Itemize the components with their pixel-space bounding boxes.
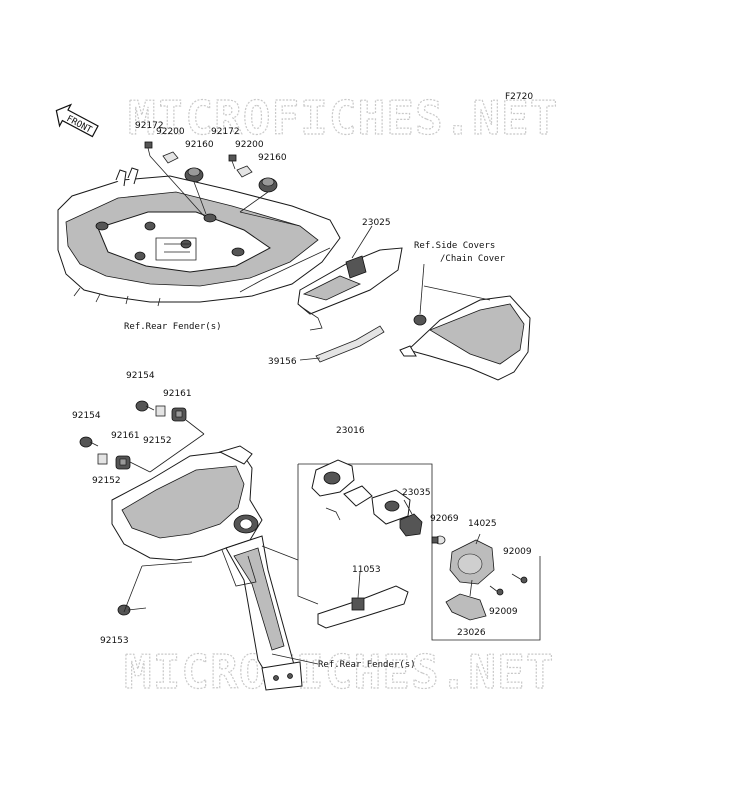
label-23035: 23035 (402, 488, 431, 498)
label-92152-b: 92152 (92, 476, 121, 486)
washer-92200-a-icon (162, 151, 179, 164)
label-92200-b: 92200 (235, 140, 264, 150)
tail-light-23025 (297, 247, 403, 331)
watermark-bottom: MICROFICHES.NET (124, 645, 554, 699)
label-92009-b: 92009 (489, 607, 518, 617)
lamp-holder (371, 489, 411, 525)
license-plate-bracket (221, 535, 303, 691)
label-92160-b: 92160 (258, 153, 287, 163)
label-23016: 23016 (336, 426, 365, 436)
grommet-92160-a-icon (184, 167, 204, 183)
label-23025: 23025 (362, 218, 391, 228)
socket-23035 (399, 513, 423, 537)
lens-14025 (449, 539, 495, 585)
grommet-92161-b-icon (115, 455, 131, 470)
bolt-92172-b-icon (228, 154, 237, 170)
washer-92200-b-icon (236, 165, 253, 178)
watermark-top: MICROFICHES.NET (128, 91, 558, 145)
bolt-92154-a-icon (135, 400, 155, 412)
label-39156: 39156 (268, 357, 297, 367)
rear-fender-frame (57, 167, 341, 307)
label-92069: 92069 (430, 514, 459, 524)
label-92200-a: 92200 (156, 127, 185, 137)
label-92160-a: 92160 (185, 140, 214, 150)
collar-92152-a-icon (155, 405, 166, 417)
license-light-bracket-11053 (317, 585, 409, 629)
label-92161-b: 92161 (111, 431, 140, 441)
label-23026: 23026 (457, 628, 486, 638)
bolt-92154-b-icon (79, 436, 99, 448)
screw-92009-b-icon (489, 585, 504, 596)
bulb-92069-icon (431, 535, 446, 545)
label-92153: 92153 (100, 636, 129, 646)
grommet-92161-a-icon (171, 407, 187, 422)
label-92172-a: 92172 (135, 121, 164, 131)
front-arrow-icon: FRONT (55, 103, 99, 138)
label-92172-b: 92172 (211, 127, 240, 137)
bolt-92172-a-icon (144, 141, 153, 157)
diagram-code: F2720 (505, 92, 533, 102)
ref-side-covers-line2: /Chain Cover (440, 254, 506, 264)
gasket-23026 (445, 593, 487, 621)
label-92161-a: 92161 (163, 389, 192, 399)
label-92154-b: 92154 (72, 411, 101, 421)
lower-rear-fender (111, 445, 263, 561)
side-cover-chain-cover (399, 295, 531, 381)
bolt-92153-icon (117, 604, 147, 616)
lens-strip-39156 (315, 325, 385, 363)
label-92154-a: 92154 (126, 371, 155, 381)
ref-rear-fender-bottom: Ref.Rear Fender(s) (318, 660, 416, 670)
socket-23016 (311, 459, 373, 521)
ref-rear-fender-top: Ref.Rear Fender(s) (124, 322, 222, 332)
collar-92152-b-icon (97, 453, 108, 465)
grommet-92160-b-icon (258, 177, 278, 193)
label-92152-a: 92152 (143, 436, 172, 446)
label-92009-a: 92009 (503, 547, 532, 557)
label-14025: 14025 (468, 519, 497, 529)
screw-92009-a-icon (511, 573, 528, 584)
ref-side-covers-line1: Ref.Side Covers (414, 241, 495, 251)
label-11053: 11053 (352, 565, 381, 575)
